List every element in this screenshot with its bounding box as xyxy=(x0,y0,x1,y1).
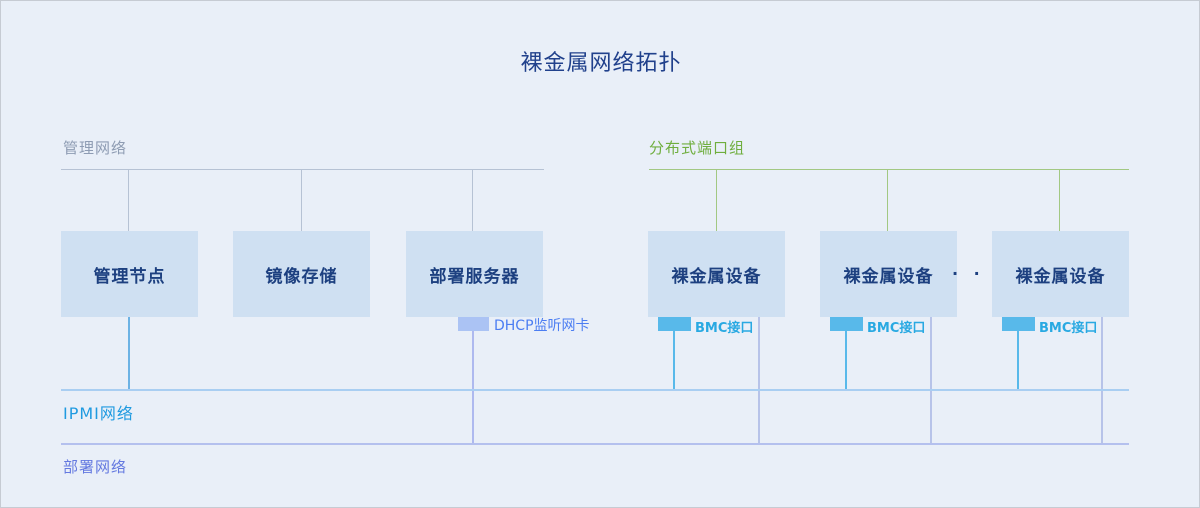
deployment-network-label: 部署网络 xyxy=(63,458,128,476)
page-title: 裸金属网络拓扑 xyxy=(520,51,682,76)
connector-portgroup-device-1 xyxy=(716,169,717,231)
connector-bmc1-to-ipmi xyxy=(673,331,675,390)
bmc-tab-1 xyxy=(658,317,691,331)
connector-device2-to-deployment xyxy=(930,317,932,444)
management-network-bus-line xyxy=(61,169,544,170)
connector-device3-to-deployment xyxy=(1101,317,1103,444)
connector-mgmt-node-1 xyxy=(128,169,129,231)
ipmi-network-label: IPMI网络 xyxy=(63,404,134,423)
node-baremetal-2-label: 裸金属设备 xyxy=(843,266,934,287)
connector-portgroup-device-3 xyxy=(1059,169,1060,231)
node-baremetal-3: 裸金属设备 xyxy=(992,231,1129,317)
bmc-label-1: BMC接口 xyxy=(695,321,754,336)
connector-mgmt-node-2 xyxy=(301,169,302,231)
node-baremetal-1-label: 裸金属设备 xyxy=(671,266,762,287)
node-image-storage: 镜像存储 xyxy=(233,231,370,317)
connector-bmc3-to-ipmi xyxy=(1017,331,1019,390)
ipmi-network-bus-line xyxy=(61,389,1129,391)
management-network-label: 管理网络 xyxy=(63,139,128,157)
distributed-port-group-label: 分布式端口组 xyxy=(649,139,746,157)
bmc-tab-3 xyxy=(1002,317,1035,331)
node-image-storage-label: 镜像存储 xyxy=(265,266,338,287)
connector-dhcp-to-deployment xyxy=(472,331,474,444)
connector-portgroup-device-2 xyxy=(887,169,888,231)
node-management-label: 管理节点 xyxy=(93,266,166,287)
dhcp-nic-tab xyxy=(458,317,489,331)
connector-bmc2-to-ipmi xyxy=(845,331,847,390)
node-baremetal-3-label: 裸金属设备 xyxy=(1015,266,1106,287)
dhcp-nic-label: DHCP监听网卡 xyxy=(494,318,590,334)
bmc-label-3: BMC接口 xyxy=(1039,321,1098,336)
node-management: 管理节点 xyxy=(61,231,198,317)
connector-mgmt-node-3 xyxy=(472,169,473,231)
deployment-network-bus-line xyxy=(61,443,1129,445)
node-deploy-server: 部署服务器 xyxy=(406,231,543,317)
port-group-bus-line xyxy=(649,169,1129,170)
bmc-label-2: BMC接口 xyxy=(867,321,926,336)
ellipsis-more-devices: · · · xyxy=(952,264,1007,283)
node-baremetal-1: 裸金属设备 xyxy=(648,231,785,317)
node-deploy-server-label: 部署服务器 xyxy=(429,266,520,287)
bmc-tab-2 xyxy=(830,317,863,331)
connector-device1-to-deployment xyxy=(758,317,760,444)
connector-mgmtnode-to-ipmi xyxy=(128,317,130,390)
node-baremetal-2: 裸金属设备 xyxy=(820,231,957,317)
